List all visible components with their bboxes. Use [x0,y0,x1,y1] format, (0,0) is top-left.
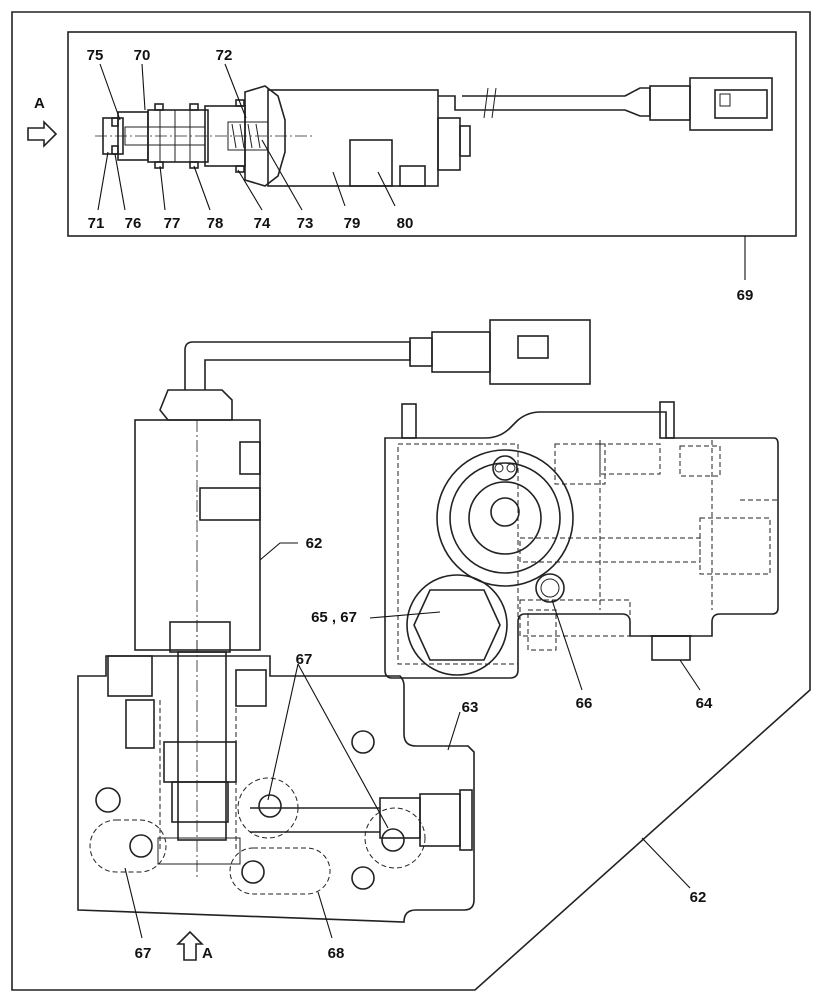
callout-67-top: 67 [296,651,313,668]
valve-block-63: A [77,620,475,962]
callout-64: 64 [696,695,713,712]
callout-75: 75 [87,47,104,64]
callout-70: 70 [134,47,151,64]
callout-67-bottom: 67 [135,945,152,962]
leader-lines [97,63,746,939]
callout-71: 71 [88,215,105,232]
callout-63: 63 [462,699,479,716]
callout-80: 80 [397,215,414,232]
callout-62-body: 62 [306,535,323,552]
callout-66: 66 [576,695,593,712]
callout-72: 72 [216,47,233,64]
callout-76: 76 [125,215,142,232]
assembly-outline [11,11,811,991]
solenoid-62 [134,319,591,651]
callout-73: 73 [297,215,314,232]
detail-box-69: A [27,31,797,237]
view-label-top: A [34,95,45,112]
view-arrow-bottom [176,930,204,961]
callout-78: 78 [207,215,224,232]
callout-79: 79 [344,215,361,232]
callout-69: 69 [737,287,754,304]
valve-block-side-view [384,401,779,679]
callout-74: 74 [254,215,271,232]
callout-65-67: 65 , 67 [311,609,357,626]
view-arrow-left [27,120,58,148]
callout-labels: 75 70 72 71 76 77 78 74 73 79 80 69 62 6… [87,47,754,962]
callout-77: 77 [164,215,181,232]
callout-62-outline: 62 [690,889,707,906]
callout-68: 68 [328,945,345,962]
view-label-bottom: A [202,945,213,962]
